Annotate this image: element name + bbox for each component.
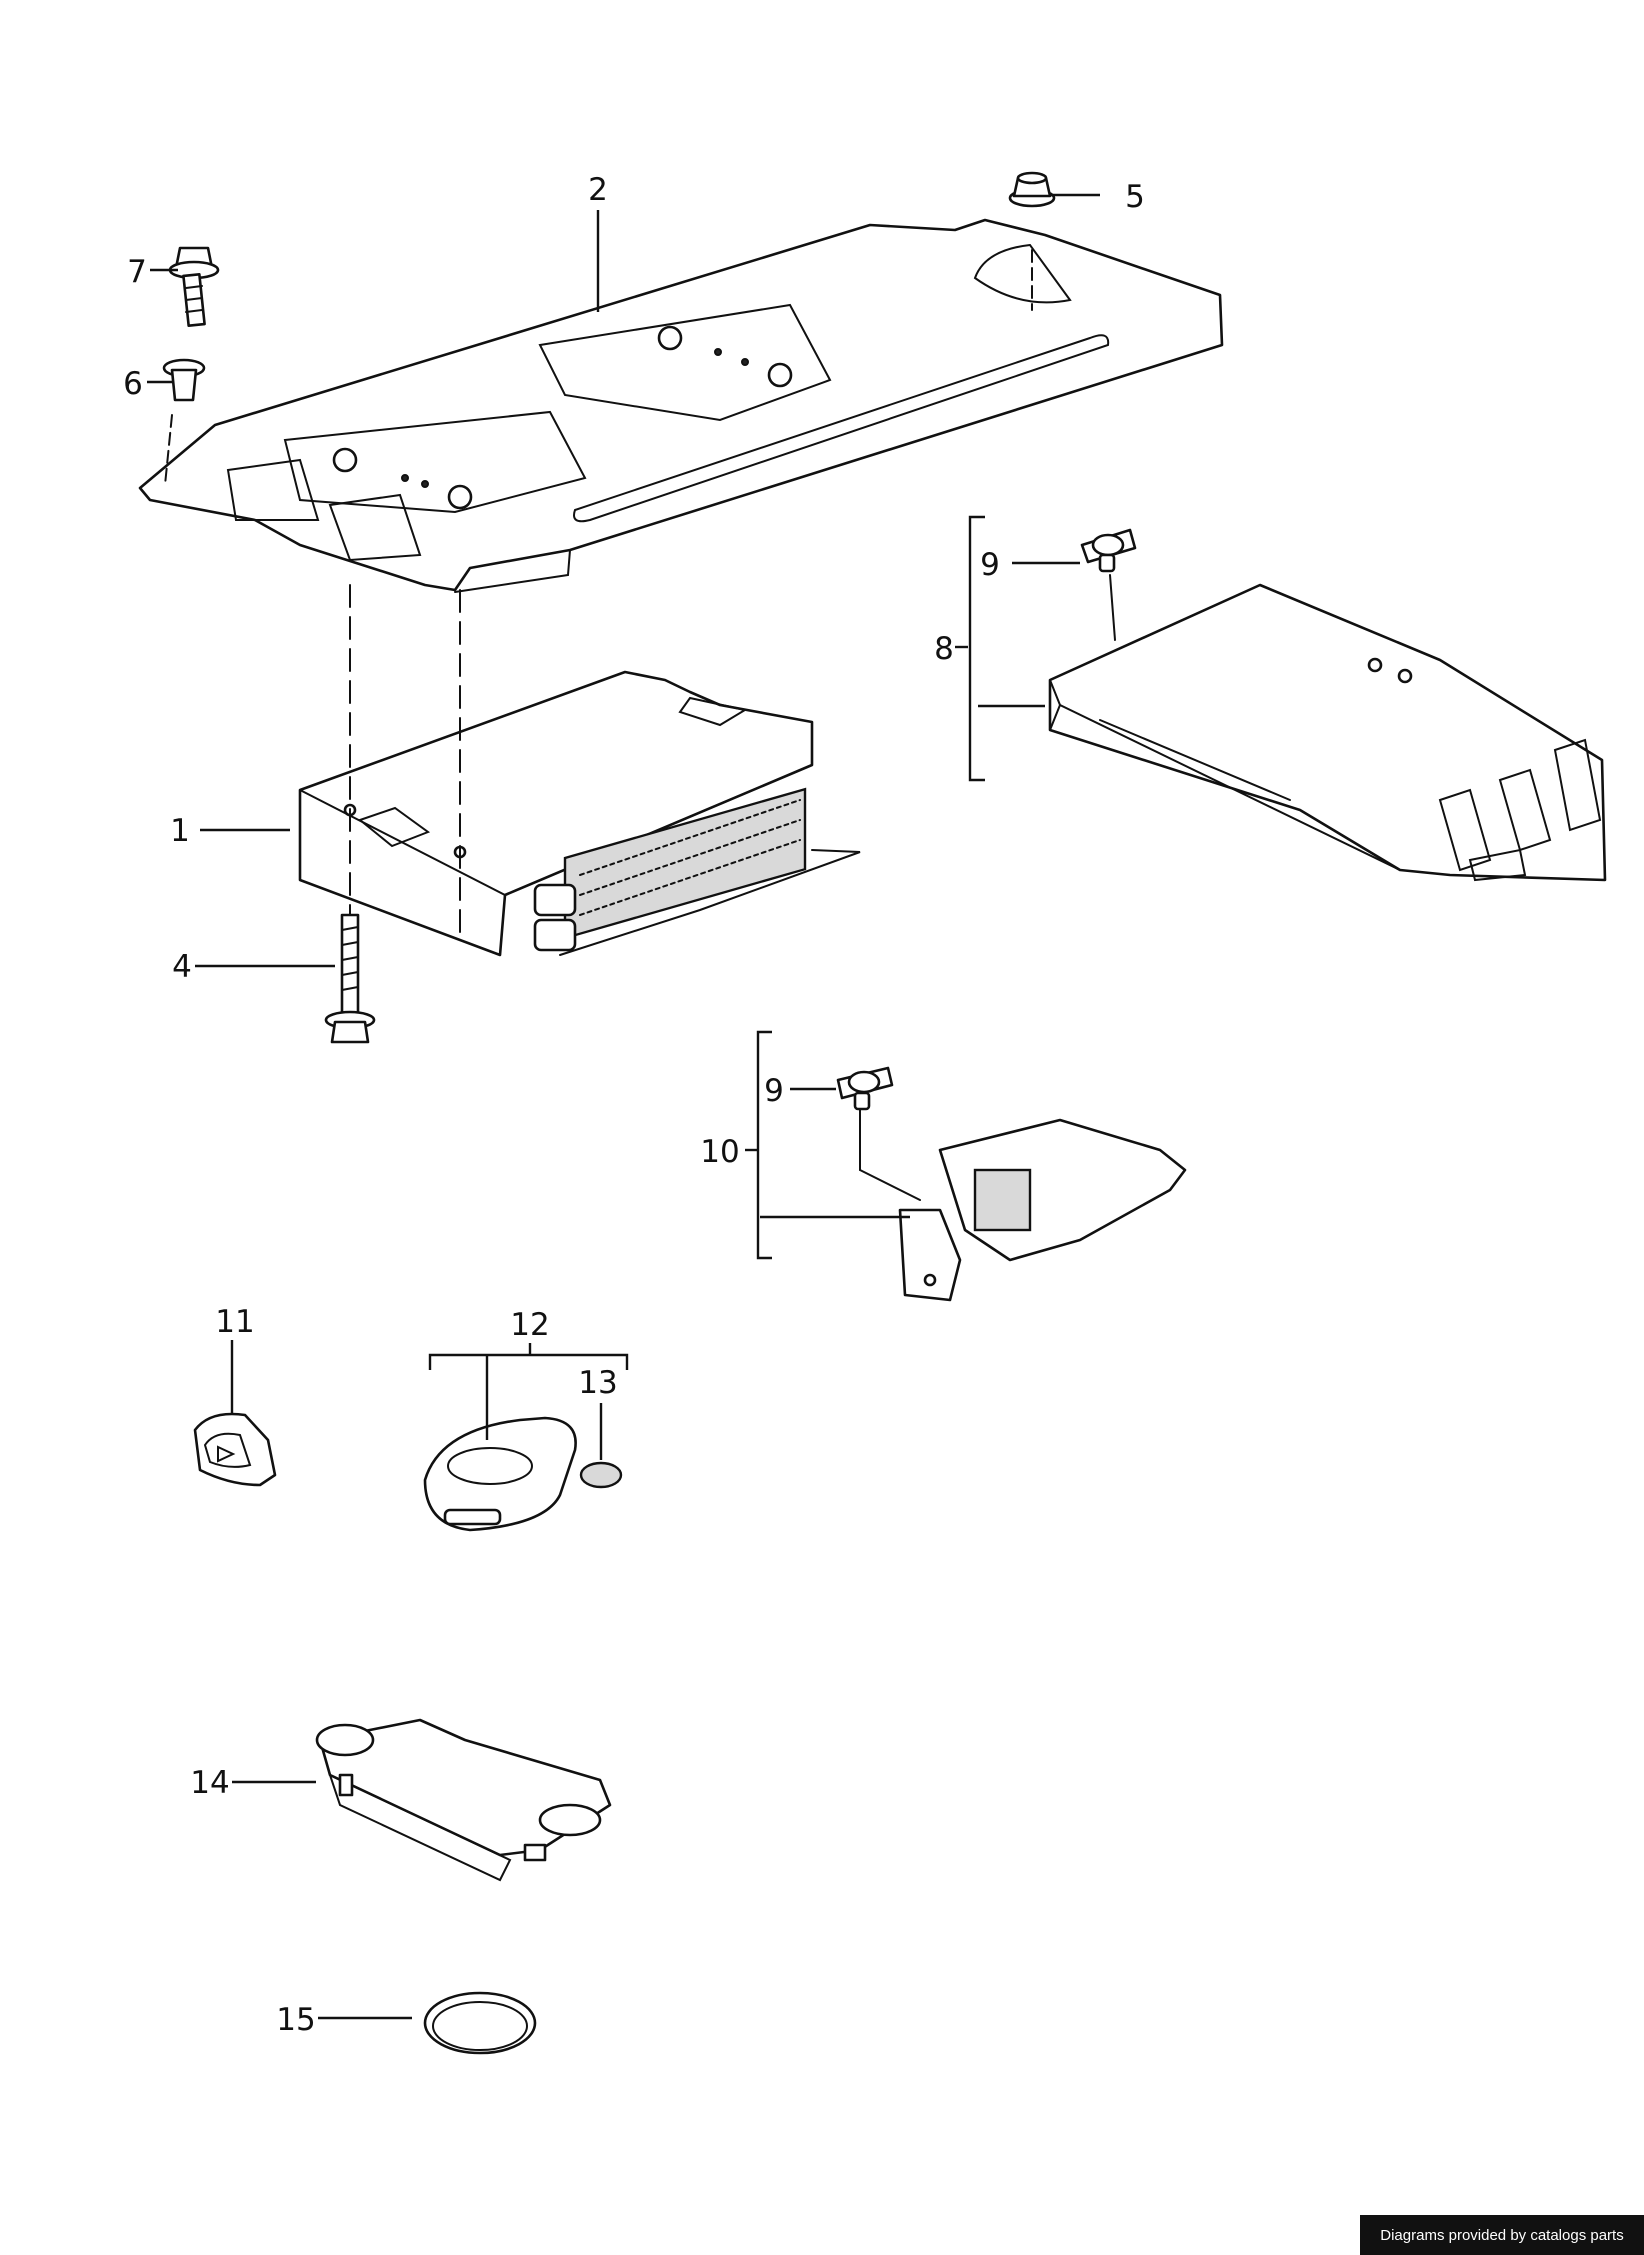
part-12-remote-key [423, 1416, 577, 1532]
part-1-control-unit [298, 670, 861, 957]
assembly-lines [164, 249, 1033, 1001]
part-13-battery [579, 1461, 623, 1489]
part-6-bushing [162, 358, 206, 402]
callout-10: 10 [700, 1134, 739, 1170]
part-5-flange-nut [1008, 171, 1056, 208]
callout-4: 4 [172, 949, 192, 985]
callout-8: 8 [934, 631, 954, 667]
leader-lines [147, 193, 1100, 2020]
part-15-seal-ring [423, 1991, 537, 2055]
callout-2: 2 [588, 172, 608, 208]
callout-9-lower: 9 [764, 1073, 784, 1109]
part-14-receiver-module [315, 1718, 612, 1882]
callout-labels: 1 2 4 5 6 7 8 9 9 10 11 12 13 14 15 [123, 172, 1145, 2038]
part-9-sensor-lower [836, 1066, 894, 1111]
callout-14: 14 [190, 1765, 229, 1801]
callout-15: 15 [276, 2002, 315, 2038]
callout-1: 1 [170, 813, 190, 849]
part-8-control-unit [1048, 574, 1607, 882]
part-4-long-bolt [324, 913, 376, 1044]
callout-12: 12 [510, 1307, 549, 1343]
callout-5: 5 [1125, 179, 1145, 215]
callout-13: 13 [578, 1365, 617, 1401]
credit-banner: Diagrams provided by catalogs parts [1360, 2215, 1644, 2255]
callout-11: 11 [215, 1304, 254, 1340]
callout-7: 7 [127, 254, 147, 290]
part-7-bolt [168, 246, 220, 327]
callout-9-upper: 9 [980, 547, 1000, 583]
part-2-mounting-plate [138, 218, 1224, 593]
connector-pins [579, 799, 801, 916]
part-11-key-head [193, 1412, 277, 1487]
part-10-bracket-unit [859, 1109, 1187, 1302]
part-9-sensor-upper [1080, 528, 1137, 573]
callout-6: 6 [123, 366, 143, 402]
